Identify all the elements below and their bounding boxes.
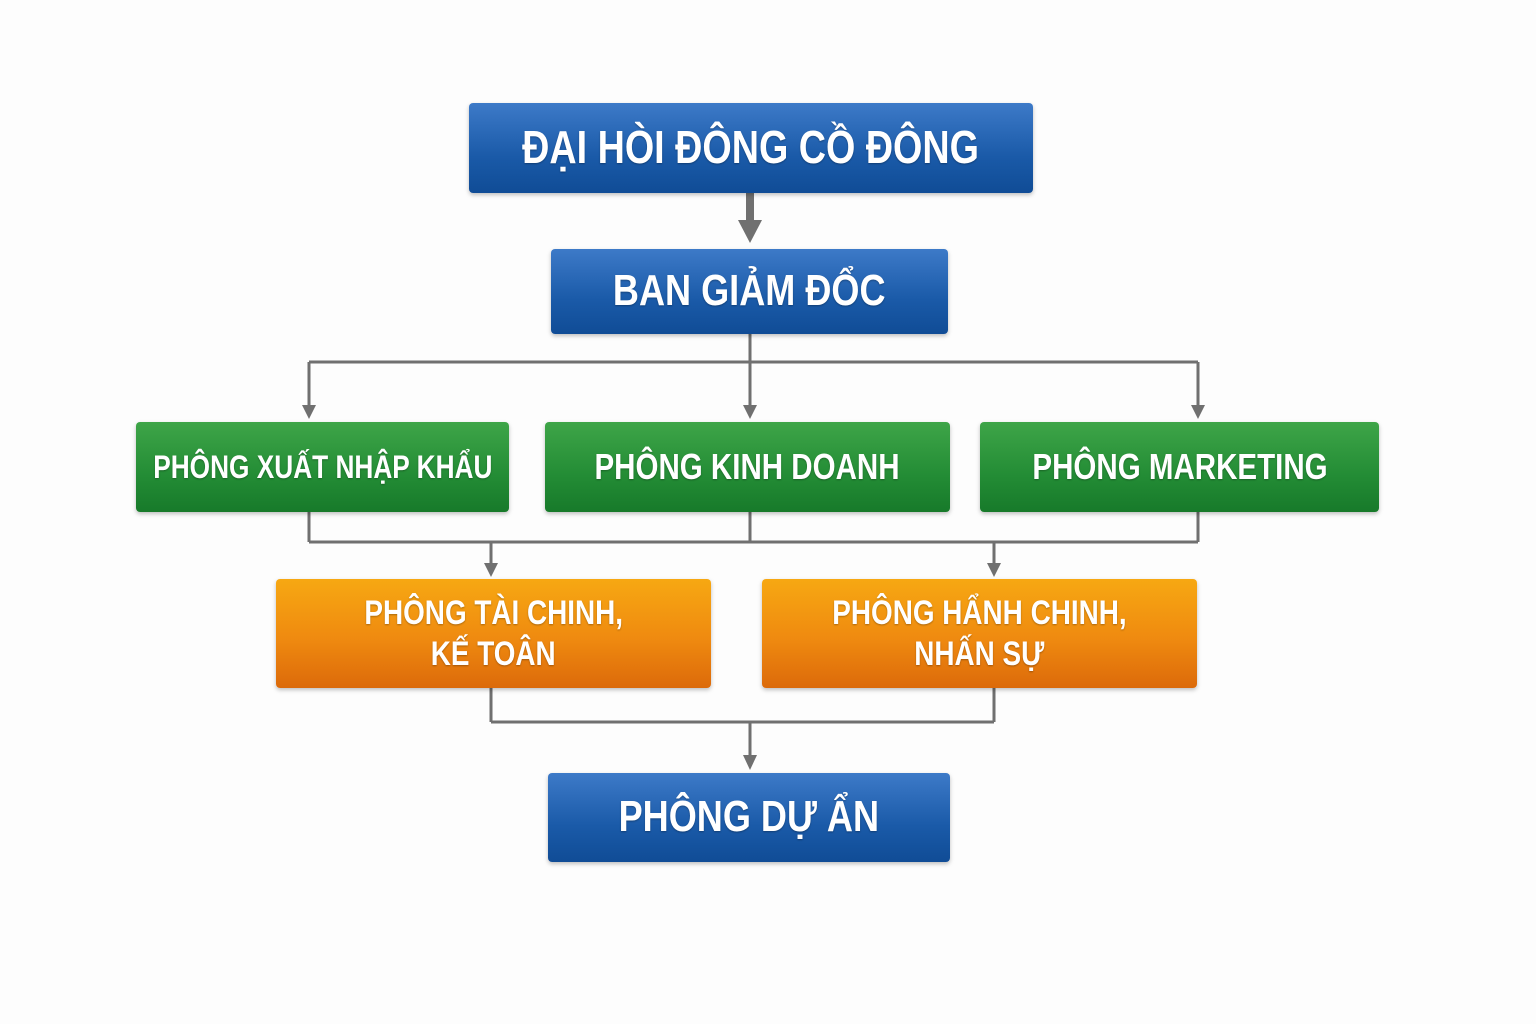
node-shareholders: ĐẠI HÒI ĐÔNG CỒ ĐÔNG bbox=[469, 103, 1033, 193]
arrow-head-admin bbox=[987, 563, 1001, 577]
node-label: PHÔNG MARKETING bbox=[1031, 446, 1328, 488]
node-marketing: PHÔNG MARKETING bbox=[980, 422, 1379, 512]
node-label: PHÔNG XUẤT NHẬP KHẨU bbox=[152, 448, 493, 485]
node-label-line2: NHẤN SỰ bbox=[914, 634, 1045, 673]
node-finance: PHÔNG TÀI CHINH, KẾ TOÂN bbox=[276, 579, 711, 688]
node-import-export: PHÔNG XUẤT NHẬP KHẨU bbox=[136, 422, 509, 512]
arrow-head-center bbox=[743, 405, 757, 419]
node-label-line2: KẾ TOÂN bbox=[431, 634, 556, 673]
node-label: PHÔNG DỰ ẨN bbox=[618, 792, 880, 842]
node-label: PHÔNG KINH DOANH bbox=[594, 446, 901, 488]
arrow-head-projects bbox=[743, 755, 757, 770]
node-admin-hr: PHÔNG HẨNH CHINH, NHẤN SỰ bbox=[762, 579, 1197, 688]
node-projects: PHÔNG DỰ ẨN bbox=[548, 773, 950, 862]
arrow-head-left bbox=[302, 405, 316, 419]
node-directors: BAN GIẢM ĐỔC bbox=[551, 249, 948, 334]
node-label: BAN GIẢM ĐỔC bbox=[613, 266, 886, 316]
arrow-head-top bbox=[738, 220, 762, 243]
node-label-line1: PHÔNG HẨNH CHINH, bbox=[832, 593, 1127, 632]
node-label-line1: PHÔNG TÀI CHINH, bbox=[364, 593, 623, 632]
node-label: ĐẠI HÒI ĐÔNG CỒ ĐÔNG bbox=[522, 121, 980, 174]
node-sales: PHÔNG KINH DOANH bbox=[545, 422, 950, 512]
arrow-head-finance bbox=[484, 563, 498, 577]
arrow-head-right bbox=[1191, 405, 1205, 419]
